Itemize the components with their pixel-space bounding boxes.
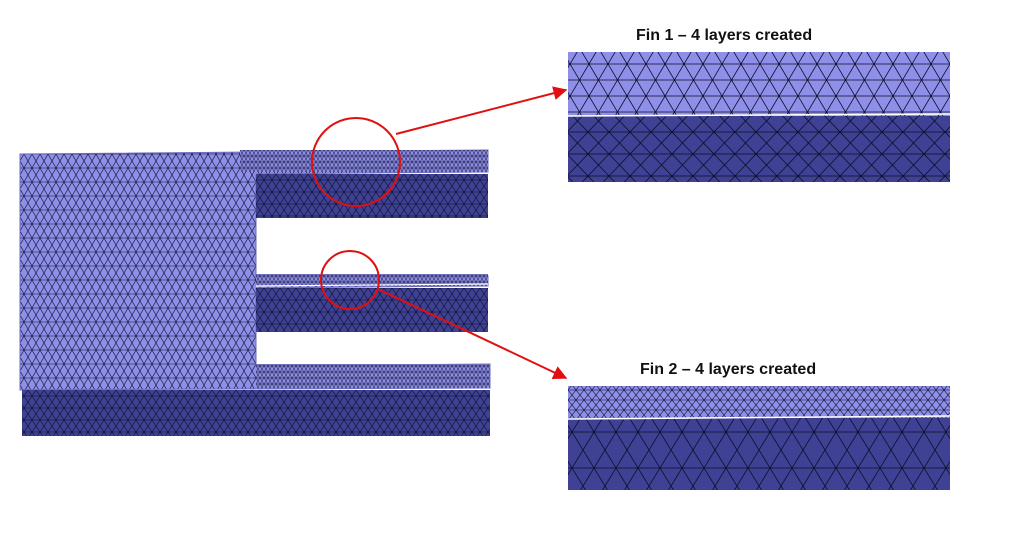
fin1-label: Fin 1 – 4 layers created (636, 27, 813, 44)
fin2-dark-mesh (256, 288, 488, 332)
fin1-callout-arrow (395, 86, 568, 135)
fin2-zoom-panel (567, 386, 951, 490)
main-mesh-geometry (19, 149, 491, 436)
fin2-callout-arrow (379, 289, 568, 379)
fin2-callout-circle (320, 250, 380, 310)
fin1-boundary-layers (240, 150, 488, 172)
base-dark-mesh (22, 390, 490, 436)
fin1-zoom-panel (567, 52, 951, 182)
fin1-callout-circle (311, 117, 401, 207)
callouts (311, 86, 568, 379)
fin2-label: Fin 2 – 4 layers created (640, 361, 817, 378)
fin1-dark-mesh (256, 174, 488, 218)
base-boundary-layers (256, 364, 490, 388)
fin2-boundary-layers (256, 274, 488, 286)
